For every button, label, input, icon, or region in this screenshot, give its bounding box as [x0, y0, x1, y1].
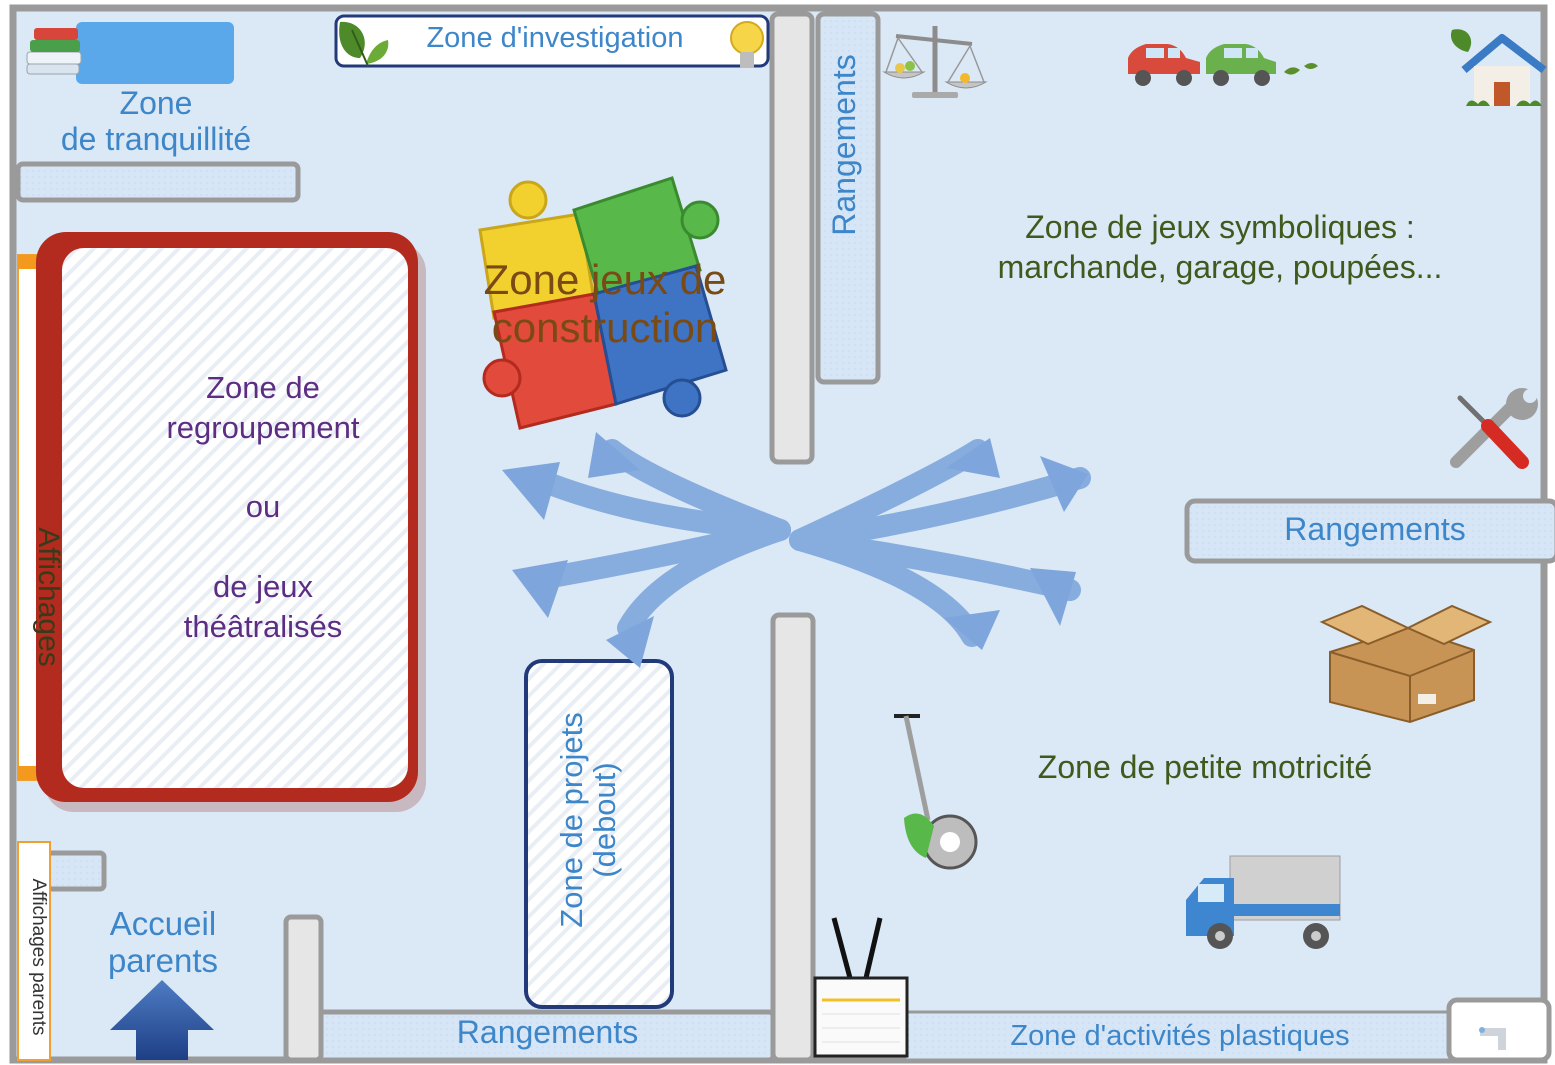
central-wall-top: [769, 11, 815, 465]
rangements-right-label: Rangements: [1284, 511, 1466, 547]
house-icon: [1450, 29, 1547, 106]
zone-projets-label: Zone de projets (debout): [554, 712, 622, 928]
zone-plastiques-label: Zone d'activités plastiques: [1010, 1020, 1350, 1052]
zone-regroupement-label: Zone de regroupement ou de jeux théâtral…: [166, 370, 360, 644]
investigation-banner: [334, 14, 770, 68]
scooter-icon: [894, 714, 978, 870]
affichages-parents-panel: [17, 841, 51, 1061]
zone-symboliques-label: Zone de jeux symboliques : marchande, ga…: [997, 209, 1443, 285]
faucet-icon: [1479, 1027, 1506, 1050]
lightbulb-icon: [730, 21, 764, 68]
arrow-heads: [502, 432, 1088, 668]
rangements-bottom-label: Rangements: [456, 1014, 639, 1050]
scales-icon: [882, 26, 988, 98]
up-arrow-icon: [110, 980, 214, 1060]
parents-shelf: [45, 850, 107, 892]
storage-plastiques: [903, 1010, 1452, 1062]
puzzle-icon: [478, 176, 728, 430]
bottom-partition: [283, 914, 324, 1063]
affichages-label: Affichages: [32, 527, 65, 667]
accueil-parents-label: Accueil parents: [107, 905, 219, 979]
zone-tranquillite-label: Zone de tranquillité: [60, 85, 252, 157]
zone-motricite-label: Zone de petite motricité: [1037, 749, 1373, 785]
box-icon: [1319, 604, 1493, 724]
books-icon: [26, 22, 234, 84]
truck-icon: [1186, 855, 1341, 949]
regroupement-mat: [62, 248, 408, 788]
cars-icon: [1128, 44, 1318, 86]
easel-icon: [813, 917, 909, 1058]
zone-construction-label: Zone jeux de construction: [483, 256, 727, 352]
rangements-top-label: Rangements: [826, 54, 862, 236]
storage-rangements-top: [815, 11, 881, 385]
affichages-parents-label: Affichages parents: [28, 878, 49, 1036]
leaf-icon: [339, 21, 389, 67]
zone-investigation-label: Zone d'investigation: [426, 22, 684, 54]
central-wall-bottom: [770, 612, 816, 1063]
storage-shelf-tranquillite: [15, 161, 301, 203]
storage-rangements-right: [1184, 498, 1555, 564]
tools-icon: [1450, 388, 1538, 469]
projets-table: [524, 659, 674, 1009]
